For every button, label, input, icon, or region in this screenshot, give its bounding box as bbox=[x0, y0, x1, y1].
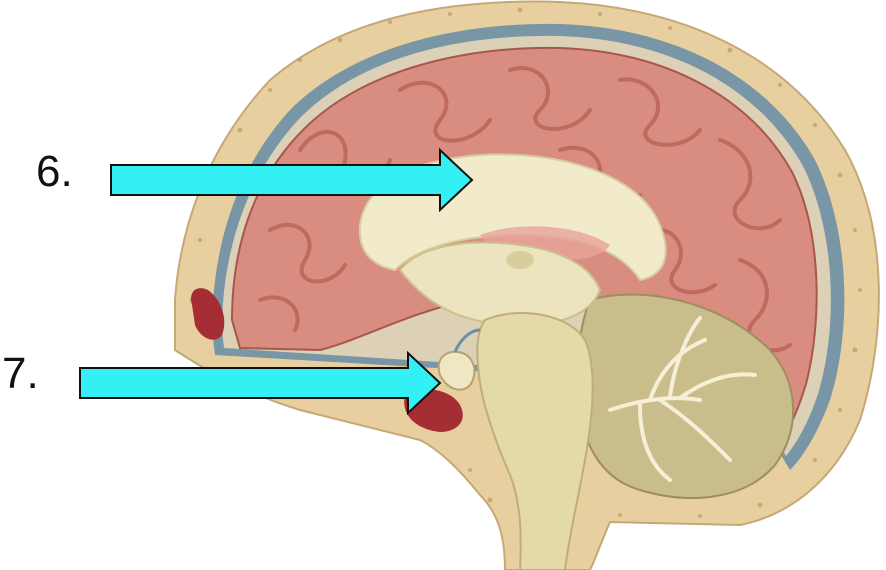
arbor-vitae bbox=[608, 316, 757, 482]
sinus-frontal bbox=[191, 288, 225, 340]
brainstem bbox=[476, 312, 594, 570]
arrow-7 bbox=[79, 350, 442, 416]
skull-texture bbox=[189, 7, 862, 518]
diencephalon bbox=[398, 241, 602, 327]
arrow-6 bbox=[110, 147, 474, 213]
label-7: 7. bbox=[2, 349, 39, 398]
label-6: 6. bbox=[36, 147, 73, 196]
pituitary-gland bbox=[437, 350, 476, 391]
